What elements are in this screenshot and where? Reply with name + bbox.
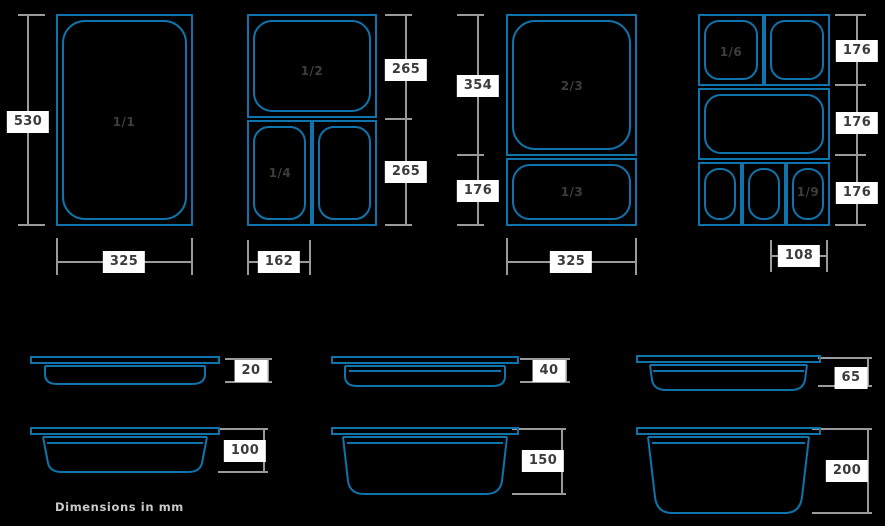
dimension-p3-shallow-label: 65 bbox=[834, 367, 868, 389]
profile-shallow-40 bbox=[331, 356, 519, 387]
dimension-g4-height-1-label: 176 bbox=[835, 40, 879, 62]
plan-group-2 bbox=[247, 14, 377, 226]
dimension-p1-deep-label: 100 bbox=[223, 440, 267, 462]
dimension-g2-height-top-label: 265 bbox=[384, 59, 428, 81]
profile-shallow-20 bbox=[30, 356, 220, 385]
dim-p2-shallow bbox=[520, 358, 570, 383]
dimension-g3-width-label: 325 bbox=[549, 251, 593, 273]
dimension-g4-height-3-label: 176 bbox=[835, 182, 879, 204]
dimension-p2-deep-label: 150 bbox=[521, 450, 565, 472]
dimension-g4-width-label: 108 bbox=[777, 245, 821, 267]
dimension-g3-height-bottom-label: 176 bbox=[456, 180, 500, 202]
profile-deep-150 bbox=[331, 427, 519, 495]
dimension-g4-height-2-label: 176 bbox=[835, 112, 879, 134]
dimension-p3-deep-label: 200 bbox=[825, 460, 869, 482]
profile-deep-200 bbox=[636, 427, 821, 514]
pan-label-1-6: 1/6 bbox=[719, 45, 743, 59]
pan-label-1-9: 1/9 bbox=[796, 185, 820, 199]
dimension-g1-width-label: 325 bbox=[102, 251, 146, 273]
plan-group-3 bbox=[506, 14, 637, 226]
pan-label-1-1: 1/1 bbox=[112, 115, 136, 129]
plan-group-4 bbox=[698, 14, 830, 226]
units-footnote: Dimensions in mm bbox=[55, 500, 184, 514]
dimension-g1-height-label: 530 bbox=[6, 111, 50, 133]
dimension-p1-shallow-label: 20 bbox=[234, 360, 268, 382]
dimension-p2-shallow-label: 40 bbox=[532, 360, 566, 382]
dimension-g2-height-bottom-label: 265 bbox=[384, 161, 428, 183]
plan-group-1 bbox=[56, 14, 193, 226]
dimension-g2-width-label: 162 bbox=[257, 251, 301, 273]
pan-label-1-4: 1/4 bbox=[268, 166, 292, 180]
pan-label-1-3: 1/3 bbox=[560, 185, 584, 199]
pan-label-2-3: 2/3 bbox=[560, 79, 584, 93]
dim-p1-shallow bbox=[225, 358, 272, 383]
pan-label-1-2: 1/2 bbox=[300, 64, 324, 78]
dimension-g3-height-top-label: 354 bbox=[456, 75, 500, 97]
dim-g2-heights bbox=[385, 14, 412, 226]
profile-deep-100 bbox=[30, 427, 220, 473]
profile-shallow-65 bbox=[636, 355, 821, 391]
